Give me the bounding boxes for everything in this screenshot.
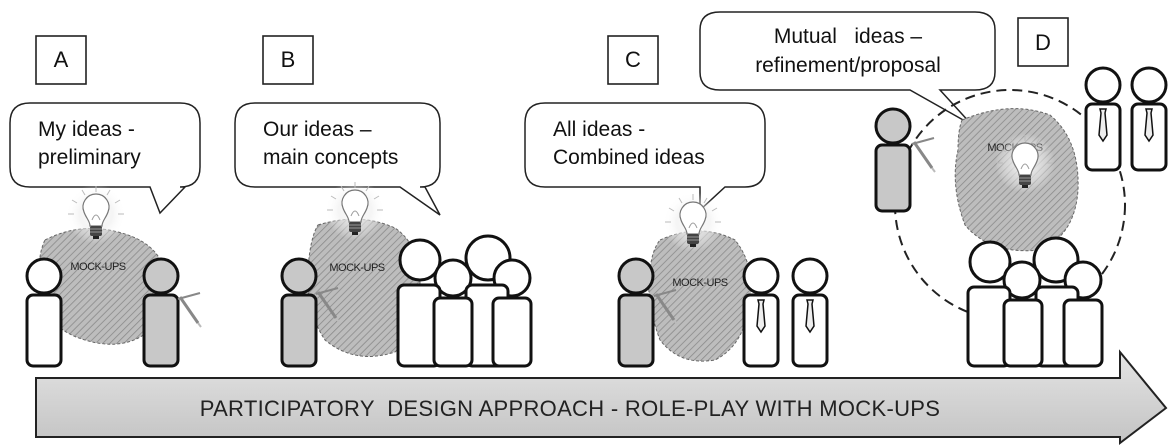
pen-icon — [910, 136, 937, 174]
stage-d-bubble-line-1: Mutual ideas – — [774, 25, 923, 48]
arrow-shape — [35, 349, 1168, 446]
stage-d-user-group — [966, 236, 1104, 368]
lightbulb-icon — [65, 183, 127, 245]
stage-a: A My ideas - preliminary MOCK-UPS — [9, 35, 203, 368]
stage-d-manager-figures — [1084, 66, 1168, 172]
stage-c-mockup-label: MOCK-UPS — [672, 277, 727, 289]
stage-a-letter-box — [35, 35, 87, 85]
stage-b-letter-box — [262, 35, 314, 85]
stage-b-mockup-label: MOCK-UPS — [329, 262, 384, 274]
stage-a-designer-figure — [142, 257, 180, 368]
stage-a-bubble-line-2: preliminary — [38, 146, 141, 169]
lightbulb-icon — [662, 191, 724, 253]
stage-d-speech-bubble — [699, 11, 996, 126]
stage-d-letter: D — [1035, 30, 1051, 55]
stage-c: C All ideas - Combined ideas MOCK-UPS — [524, 35, 829, 368]
pen-icon — [176, 291, 203, 329]
tie-icon — [756, 299, 766, 333]
stage-b-mockup-area — [307, 218, 421, 357]
stage-a-mockup-label: MOCK-UPS — [70, 261, 125, 273]
stage-b: B Our ideas – main concepts MOCK-UPS — [234, 35, 533, 368]
stage-c-manager-figures — [742, 257, 829, 368]
stage-a-letter: A — [54, 47, 69, 72]
tie-icon — [1098, 108, 1108, 142]
stage-b-user-group — [396, 234, 533, 368]
tie-icon — [1144, 108, 1154, 142]
stage-c-designer-figure — [617, 257, 655, 368]
stage-d: D Mutual ideas – refinement/proposal MOC… — [699, 11, 1168, 368]
stage-a-user-figure — [25, 257, 63, 368]
lightbulb-icon — [994, 132, 1056, 194]
stage-d-letter-box — [1017, 17, 1069, 67]
lightbulb-icon — [324, 179, 386, 241]
stage-b-letter: B — [281, 47, 296, 72]
stage-b-speech-bubble — [234, 102, 441, 216]
stage-c-letter-box — [607, 35, 659, 85]
tie-icon — [805, 299, 815, 333]
stage-c-letter: C — [625, 47, 641, 72]
stage-b-bubble-line-1: Our ideas – — [263, 118, 372, 141]
stage-d-bubble-line-2: refinement/proposal — [755, 54, 941, 77]
stage-b-designer-figure — [280, 257, 318, 368]
stage-c-speech-bubble — [524, 102, 766, 212]
stage-b-bubble-line-2: main concepts — [263, 146, 398, 169]
stage-d-designer-figure — [874, 107, 912, 213]
stage-c-bubble-line-1: All ideas - — [553, 118, 645, 141]
stage-c-bubble-line-2: Combined ideas — [553, 146, 705, 169]
arrow-label: PARTICIPATORY DESIGN APPROACH - ROLE-PLA… — [200, 396, 941, 421]
stage-a-bubble-line-1: My ideas - — [38, 118, 135, 141]
stage-a-speech-bubble — [9, 102, 201, 215]
process-arrow: PARTICIPATORY DESIGN APPROACH - ROLE-PLA… — [35, 349, 1168, 446]
